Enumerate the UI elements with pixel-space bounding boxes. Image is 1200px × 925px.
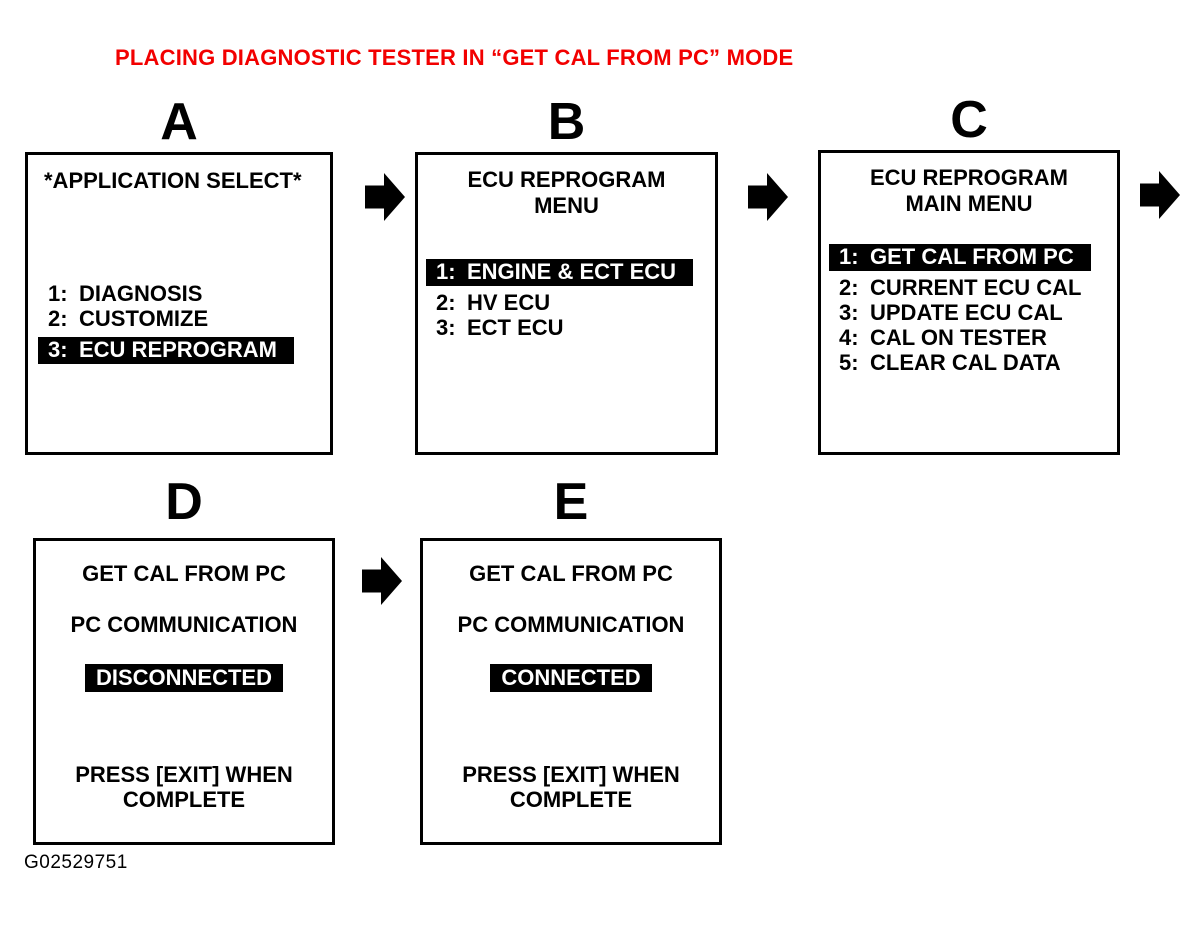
panel-b-label: B <box>547 93 586 151</box>
screen-e-line-get-cal: GET CAL FROM PC <box>469 561 673 586</box>
screen-a-menu: 1:DIAGNOSIS 2:CUSTOMIZE 3:ECU REPROGRAM <box>28 281 330 364</box>
menu-item-customize: 2:CUSTOMIZE <box>48 306 209 331</box>
panel-d-label: D <box>165 473 203 531</box>
menu-item-current-ecu-cal: 2:CURRENT ECU CAL <box>839 275 1082 300</box>
menu-item-clear-cal-data: 5:CLEAR CAL DATA <box>839 350 1061 375</box>
screen-c: ECU REPROGRAM MAIN MENU 1:GET CAL FROM P… <box>818 150 1120 455</box>
screen-b: ECU REPROGRAM MENU 1:ENGINE & ECT ECU 2:… <box>415 152 718 455</box>
menu-item-hv-ecu: 2:HV ECU <box>436 290 551 315</box>
highlight-bar: 1:ENGINE & ECT ECU <box>426 259 694 286</box>
screen-d: GET CAL FROM PC PC COMMUNICATION DISCONN… <box>33 538 335 845</box>
status-badge-connected: CONNECTED <box>490 664 652 692</box>
flow-arrow-d-e <box>362 557 402 605</box>
menu-item-ecu-reprogram-selected: 3:ECU REPROGRAM <box>28 336 330 364</box>
panel-a-label: A <box>160 93 198 151</box>
flow-arrow-b-c <box>748 173 788 221</box>
menu-item-engine-ect-ecu-selected: 1:ENGINE & ECT ECU <box>418 258 715 286</box>
screen-d-line-get-cal: GET CAL FROM PC <box>82 561 286 586</box>
panel-c-label: C <box>950 91 988 149</box>
figure-title: PLACING DIAGNOSTIC TESTER IN “GET CAL FR… <box>115 45 794 70</box>
flow-arrow-a-b <box>365 173 405 221</box>
screen-e-line-pc-communication: PC COMMUNICATION <box>457 612 685 637</box>
figure-id: G02529751 <box>24 852 128 873</box>
screen-c-heading: ECU REPROGRAM MAIN MENU <box>869 165 1068 216</box>
flow-arrow-c-next <box>1140 171 1180 219</box>
screen-b-menu: 1:ENGINE & ECT ECU 2:HV ECU 3:ECT ECU <box>418 258 715 340</box>
screen-a: *APPLICATION SELECT* 1:DIAGNOSIS 2:CUSTO… <box>25 152 333 455</box>
screen-b-heading: ECU REPROGRAM MENU <box>467 167 666 218</box>
screen-e-footer: PRESS [EXIT] WHEN COMPLETE <box>462 762 680 812</box>
menu-item-diagnosis: 1:DIAGNOSIS <box>48 281 203 306</box>
screen-d-status-row: DISCONNECTED <box>36 664 332 692</box>
screen-d-footer: PRESS [EXIT] WHEN COMPLETE <box>75 762 293 812</box>
screen-c-menu: 1:GET CAL FROM PC 2:CURRENT ECU CAL 3:UP… <box>821 243 1117 375</box>
screen-e-status-row: CONNECTED <box>423 664 719 692</box>
panel-e-label: E <box>553 473 589 531</box>
menu-item-ect-ecu: 3:ECT ECU <box>436 315 564 340</box>
menu-item-cal-on-tester: 4:CAL ON TESTER <box>839 325 1047 350</box>
screen-d-line-pc-communication: PC COMMUNICATION <box>70 612 298 637</box>
screen-a-heading: *APPLICATION SELECT* <box>44 168 302 193</box>
menu-item-get-cal-from-pc-selected: 1:GET CAL FROM PC <box>821 243 1117 271</box>
highlight-bar: 1:GET CAL FROM PC <box>829 244 1091 271</box>
highlight-bar: 3:ECU REPROGRAM <box>38 337 295 364</box>
screen-e: GET CAL FROM PC PC COMMUNICATION CONNECT… <box>420 538 722 845</box>
status-badge-disconnected: DISCONNECTED <box>84 664 283 692</box>
menu-item-update-ecu-cal: 3:UPDATE ECU CAL <box>839 300 1063 325</box>
